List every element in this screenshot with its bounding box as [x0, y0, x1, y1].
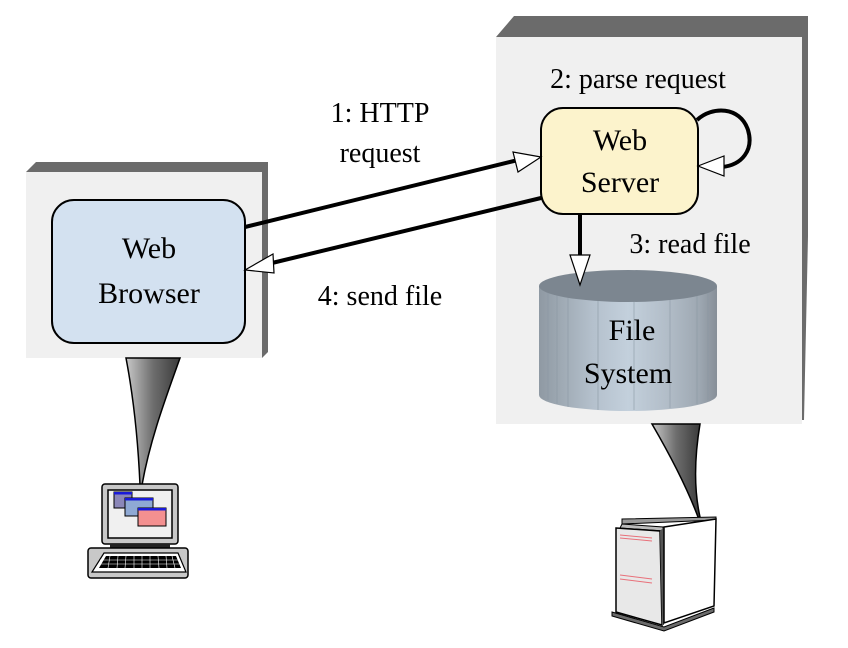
edge-read-file-label: 3: read file	[629, 229, 750, 260]
web-server-label-line1: Web	[593, 124, 647, 157]
arrowhead-icon	[512, 151, 543, 173]
web-browser-label-line1: Web	[122, 232, 176, 265]
web-browser-label-line2: Browser	[98, 277, 200, 310]
web-browser-box	[51, 199, 246, 344]
arrowhead-icon	[243, 252, 275, 274]
file-system-cylinder-body	[539, 286, 717, 411]
client-beam	[125, 357, 182, 486]
web-browser-node: Web Browser	[51, 199, 246, 344]
edge-http-request-label-line1: 1: HTTP	[331, 98, 430, 129]
arrowhead-icon	[569, 254, 591, 287]
edge-http-request-label-line2: request	[340, 138, 421, 169]
server-tower-icon	[611, 516, 717, 632]
web-server-node: Web Server	[540, 107, 699, 215]
edge-parse-request: 2: parse request	[550, 64, 752, 177]
desktop-computer-icon	[87, 483, 189, 579]
arrowhead-icon	[696, 155, 725, 177]
web-server-box	[540, 107, 699, 215]
file-system-label-line2: System	[584, 357, 672, 390]
server-beam	[650, 423, 701, 518]
client-host-top-edge	[26, 162, 268, 172]
file-system-label-line1: File	[609, 314, 656, 347]
edge-send-file-label: 4: send file	[318, 281, 442, 312]
edge-http-request: 1: HTTP request	[244, 98, 543, 229]
edge-parse-request-label: 2: parse request	[550, 64, 726, 95]
edge-send-file: 4: send file	[243, 196, 542, 312]
file-system-cylinder-top	[539, 270, 717, 302]
web-server-label-line2: Server	[581, 166, 659, 199]
file-system-node: File System	[539, 270, 717, 411]
server-host-top-edge	[496, 16, 808, 37]
edge-read-file: 3: read file	[569, 214, 751, 287]
